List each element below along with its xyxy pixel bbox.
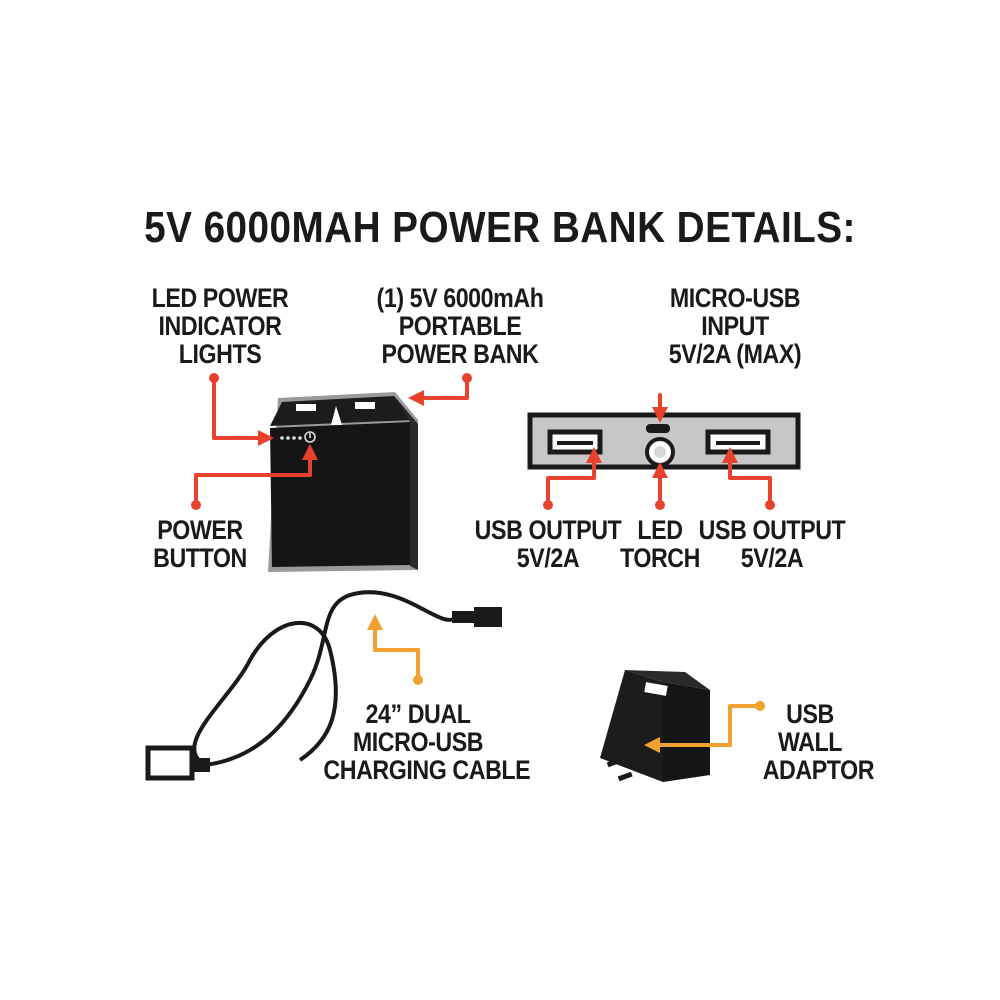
led-indicator-dot [286, 436, 290, 440]
micro-usb-connector [474, 607, 502, 627]
label-micro-usb-input: MICRO-USB INPUT 5V/2A (MAX) [668, 283, 802, 369]
led-indicator-dot [298, 436, 302, 440]
callout-power-button [194, 444, 318, 507]
power-bank-top [270, 396, 413, 426]
micro-usb-port [646, 424, 670, 433]
callout-usb-right [722, 447, 772, 507]
callout-power-bank [408, 376, 469, 406]
brand-logo-icon [331, 406, 342, 425]
label-usb-output-right: USB OUTPUT 5V/2A [698, 515, 846, 573]
power-bank-front [270, 422, 410, 567]
label-power-button: POWER BUTTON [153, 515, 247, 573]
label-charging-cable: 24” DUAL MICRO-USB CHARGING CABLE [323, 699, 531, 785]
label-power-bank: (1) 5V 6000mAh PORTABLE POWER BANK [376, 283, 544, 369]
page-title: 5V 6000MAH POWER BANK DETAILS: [144, 203, 856, 252]
wall-adaptor-illustration [600, 670, 710, 782]
usb-slot [644, 682, 668, 696]
usb-connector [145, 745, 195, 781]
label-usb-output-left: USB OUTPUT 5V/2A [474, 515, 622, 573]
label-led-power-indicator: LED POWER INDICATOR LIGHTS [151, 283, 289, 369]
power-button-icon [304, 431, 316, 443]
label-wall-adaptor: USB WALL ADAPTOR [762, 699, 875, 785]
callout-usb-left [546, 447, 602, 507]
top-slot-2 [355, 402, 375, 409]
power-bank-side-panel [527, 412, 801, 470]
label-led-torch: LED TORCH [619, 515, 700, 573]
callout-wall-adaptor [644, 704, 762, 753]
charging-cable-illustration [145, 590, 502, 781]
led-indicator-dot [280, 436, 284, 440]
callout-led-lights [212, 376, 274, 446]
led-indicator-dot [292, 436, 296, 440]
callout-cable [367, 614, 420, 682]
top-slot-1 [296, 404, 316, 411]
power-bank-illustration [268, 392, 418, 572]
